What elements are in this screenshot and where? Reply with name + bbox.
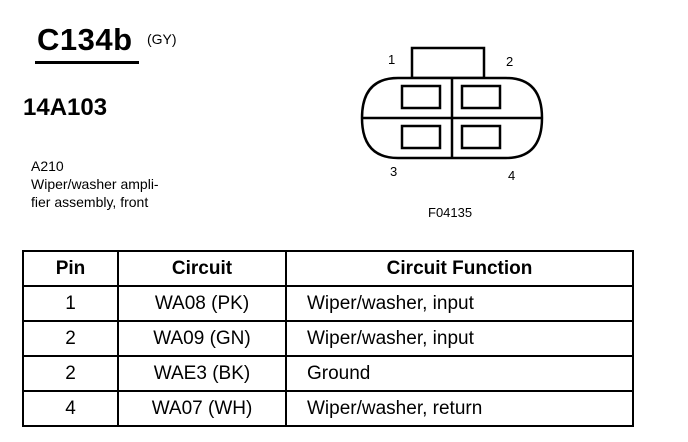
function-cell: Wiper/washer, return	[285, 390, 634, 427]
table-row: 1 WA08 (PK) Wiper/washer, input	[22, 285, 634, 322]
pin-cavity-1	[400, 84, 442, 110]
pin-label-3: 3	[390, 164, 397, 179]
table-row: 2 WA09 (GN) Wiper/washer, input	[22, 320, 634, 357]
header-circuit: Circuit	[117, 250, 287, 287]
pin-cell: 2	[22, 355, 119, 392]
table-row: 4 WA07 (WH) Wiper/washer, return	[22, 390, 634, 427]
pin-cavity-2	[460, 84, 502, 110]
circuit-cell: WAE3 (BK)	[117, 355, 287, 392]
component-line-1: A210	[31, 158, 64, 174]
pin-label-2: 2	[506, 54, 513, 69]
pin-cavity-3	[400, 124, 442, 150]
function-cell: Wiper/washer, input	[285, 285, 634, 322]
component-line-2: Wiper/washer ampli-	[31, 176, 159, 192]
header-pin: Pin	[22, 250, 119, 287]
table-row: 2 WAE3 (BK) Ground	[22, 355, 634, 392]
header-circuit-function: Circuit Function	[285, 250, 634, 287]
pin-label-1: 1	[388, 52, 395, 67]
pin-table: Pin Circuit Circuit Function 1 WA08 (PK)…	[22, 250, 634, 427]
figure-number: F04135	[428, 205, 473, 220]
connector-code-underline	[35, 61, 139, 64]
function-cell: Ground	[285, 355, 634, 392]
pin-cell: 2	[22, 320, 119, 357]
table-header-row: Pin Circuit Circuit Function	[22, 250, 634, 287]
function-cell: Wiper/washer, input	[285, 320, 634, 357]
component-line-3: fier assembly, front	[31, 194, 149, 210]
pin-cavity-4	[460, 124, 502, 150]
connector-latch-tab	[410, 46, 486, 80]
connector-color: (GY)	[147, 31, 177, 47]
part-number: 14A103	[23, 94, 108, 121]
pin-label-4: 4	[508, 168, 515, 183]
circuit-cell: WA09 (GN)	[117, 320, 287, 357]
circuit-cell: WA07 (WH)	[117, 390, 287, 427]
pin-cell: 4	[22, 390, 119, 427]
connector-code: C134b	[37, 22, 133, 57]
connector-face-diagram: 1 2 3 4	[360, 46, 544, 183]
pin-cell: 1	[22, 285, 119, 322]
component-description: A210 Wiper/washer ampli- fier assembly, …	[31, 157, 159, 211]
circuit-cell: WA08 (PK)	[117, 285, 287, 322]
